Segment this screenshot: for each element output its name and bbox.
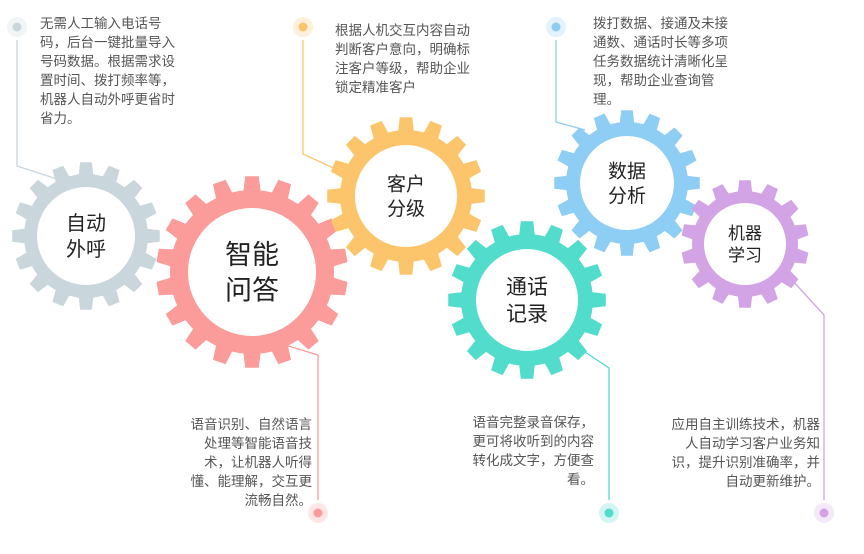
gear-label-smart-qa-line-2: 问答 bbox=[225, 275, 279, 306]
connector-dot-smart-qa bbox=[308, 503, 328, 523]
gear-center-data-analysis bbox=[580, 136, 674, 230]
connector-dot-data-analysis bbox=[546, 17, 566, 37]
description-smart-qa: 语音识别、自然语言处理等智能语音技术，让机器人听得懂、能理解，交互更流畅自然。 bbox=[190, 417, 313, 509]
connector-line-smart-qa bbox=[284, 344, 319, 500]
gear-label-data-analysis-line-2: 分析 bbox=[608, 185, 646, 207]
gear-label-auto-call-line-2: 外呼 bbox=[66, 237, 106, 261]
connector-dot-call-record bbox=[599, 503, 619, 523]
gear-center-call-record bbox=[476, 249, 578, 351]
gear-center-customer-grading bbox=[355, 145, 457, 247]
gear-label-call-record-line-2: 记录 bbox=[506, 302, 548, 326]
connector-dot-customer-grading bbox=[293, 17, 313, 37]
gear-label-customer-grading-line-1: 客户 bbox=[387, 174, 425, 196]
connector-lines bbox=[16, 40, 825, 500]
connector-dot-machine-learning bbox=[814, 503, 834, 523]
gear-label-smart-qa-line-1: 智能 bbox=[225, 240, 279, 271]
connector-line-machine-learning bbox=[791, 279, 825, 500]
gear-center-smart-qa bbox=[188, 208, 316, 336]
gear-label-machine-learning-line-1: 机器 bbox=[728, 224, 762, 244]
connector-line-call-record bbox=[581, 349, 610, 500]
gears: 自动外呼智能问答客户分级通话记录数据分析机器学习 bbox=[12, 110, 809, 379]
connector-dots bbox=[7, 17, 834, 523]
description-auto-call: 无需人工输入电话号码，后台一键批量导入号码数据。根据需求设置时间、拨打频率等，机… bbox=[40, 16, 175, 127]
gear-center-machine-learning bbox=[704, 203, 786, 285]
description-call-record: 语音完整录音保存，更可将收听到的内容转化成文字，方便查看。 bbox=[472, 415, 595, 488]
gear-label-auto-call-line-1: 自动 bbox=[66, 211, 106, 235]
description-customer-grading: 根据人机交互内容自动判断客户意向，明确标注客户等级，帮助企业锁定精准客户 bbox=[335, 23, 470, 96]
gear-center-auto-call bbox=[37, 187, 135, 285]
connector-line-customer-grading bbox=[302, 40, 343, 173]
gear-label-call-record-line-1: 通话 bbox=[506, 275, 548, 299]
gear-auto-call: 自动外呼 bbox=[12, 162, 160, 310]
description-machine-learning: 应用自主训练技术，机器人自动学习客户业务知识，提升识别准确率，并自动更新维护。 bbox=[671, 417, 821, 490]
gear-label-customer-grading-line-2: 分级 bbox=[387, 198, 425, 220]
connector-dot-auto-call bbox=[7, 17, 27, 37]
connector-line-data-analysis bbox=[555, 40, 586, 131]
gear-label-machine-learning-line-2: 学习 bbox=[728, 246, 762, 266]
gear-label-data-analysis-line-1: 数据 bbox=[608, 161, 646, 183]
description-data-analysis: 拨打数据、接通及未接通数、通话时长等多项任务数据统计清晰化呈现，帮助企业查询管理… bbox=[593, 16, 728, 108]
connector-line-auto-call bbox=[16, 40, 61, 181]
